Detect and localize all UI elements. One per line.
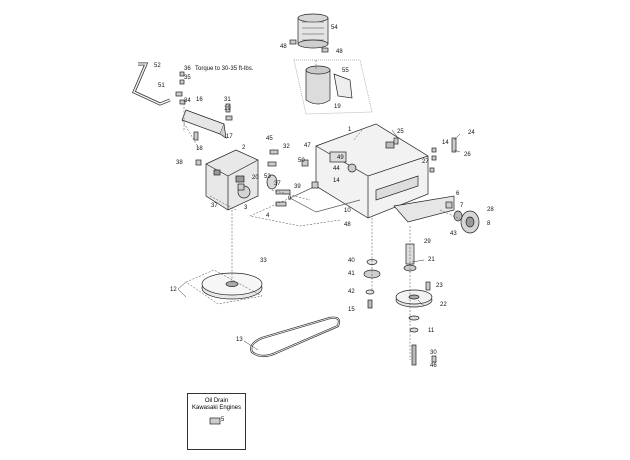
callout-14: 14 (333, 178, 340, 184)
callout-7: 7 (460, 203, 464, 209)
callout-20: 20 (252, 175, 259, 181)
oil-drain-title: Oil Drain Kawasaki Engines (188, 398, 245, 412)
callout-25: 25 (397, 129, 404, 135)
callout-46: 46 (430, 363, 437, 369)
callout-13: 13 (236, 337, 243, 343)
pulley-cover-part (297, 13, 329, 49)
callout-55: 55 (342, 68, 349, 74)
callout-51: 51 (158, 83, 165, 89)
callout-53: 53 (264, 174, 271, 180)
oil-drain-inset: Oil Drain Kawasaki Engines 5 (187, 393, 246, 450)
torque-note: Torque to 30-35 ft-lbs. (195, 66, 254, 72)
callout-37: 37 (274, 181, 281, 187)
callout-24: 24 (468, 130, 475, 136)
oil-drain-title-line2: Kawasaki Engines (191, 405, 242, 411)
callout-19: 19 (224, 106, 231, 112)
callout-48: 48 (336, 49, 343, 55)
callout-37: 37 (211, 203, 218, 209)
callout-26: 26 (464, 152, 471, 158)
callout-45: 45 (266, 136, 273, 142)
callout-18: 18 (196, 146, 203, 152)
bracket-part (181, 109, 227, 139)
callout-39: 39 (294, 184, 301, 190)
callout-48: 48 (280, 44, 287, 50)
callout-34: 34 (184, 98, 191, 104)
callout-31: 31 (224, 97, 231, 103)
callout-43: 43 (450, 231, 457, 237)
callout-6: 6 (456, 191, 460, 197)
callout-8: 8 (487, 221, 491, 227)
callout-41: 41 (348, 271, 355, 277)
callout-44: 44 (333, 166, 340, 172)
callout-2: 2 (242, 145, 246, 151)
handle-part (132, 62, 171, 106)
callout-38: 38 (176, 160, 183, 166)
callout-15: 15 (348, 307, 355, 313)
callout-30: 30 (430, 350, 437, 356)
callout-16: 16 (196, 97, 203, 103)
callout-11: 11 (428, 328, 435, 334)
callout-5: 5 (221, 417, 225, 423)
idler-pulley-part (453, 210, 480, 234)
callout-28: 28 (487, 207, 494, 213)
hardware-parts (175, 39, 457, 425)
drive-pulley-part (395, 289, 433, 366)
callout-14: 14 (442, 140, 449, 146)
callout-4: 4 (266, 213, 270, 219)
callout-54: 54 (331, 25, 338, 31)
callout-9: 9 (288, 196, 292, 202)
callout-21: 21 (428, 257, 435, 263)
callout-49: 49 (337, 155, 344, 161)
callout-36: 36 (184, 66, 191, 72)
callout-32: 32 (283, 144, 290, 150)
oil-drain-title-line1: Oil Drain (204, 398, 229, 404)
oil-filter-part (293, 59, 373, 115)
callout-42: 42 (348, 289, 355, 295)
callout-12: 12 (170, 287, 177, 293)
callout-3: 3 (244, 205, 248, 211)
callout-40: 40 (348, 258, 355, 264)
callout-52: 52 (154, 63, 161, 69)
callout-27: 27 (422, 159, 429, 165)
belt-part (250, 316, 341, 358)
main-frame-part (289, 123, 455, 223)
callout-35: 35 (184, 75, 191, 81)
callout-10: 10 (344, 208, 351, 214)
callout-50: 50 (298, 158, 305, 164)
callout-29: 29 (424, 239, 431, 245)
callout-47: 47 (304, 143, 311, 149)
callout-33: 33 (260, 258, 267, 264)
callout-19: 19 (334, 104, 341, 110)
leader-lines (181, 60, 463, 360)
callout-17: 17 (226, 134, 233, 140)
callout-23: 23 (436, 283, 443, 289)
callout-leaders (177, 129, 461, 351)
callout-48: 48 (344, 222, 351, 228)
callout-22: 22 (440, 302, 447, 308)
callout-1: 1 (348, 127, 352, 133)
